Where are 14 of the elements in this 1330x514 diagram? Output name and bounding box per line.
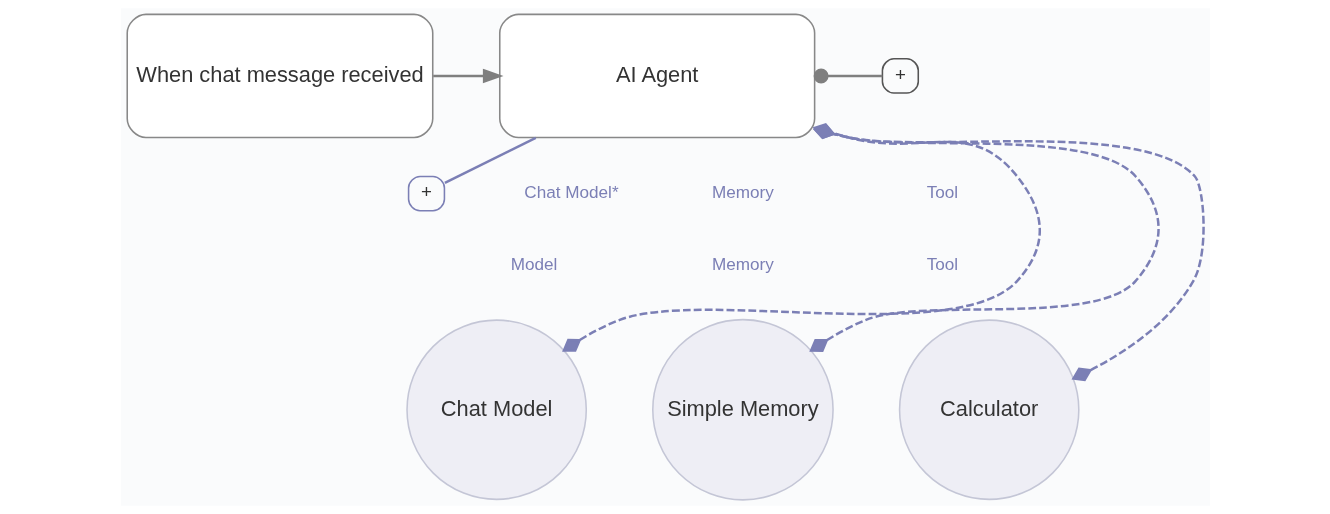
arrow (432, 68, 503, 84)
label: Model (510, 253, 557, 274)
label: Chat Model* (523, 181, 619, 202)
connector (443, 136, 536, 185)
node-box: When chat message received (125, 13, 433, 139)
connector (813, 68, 882, 84)
node-circle: Calculator (898, 319, 1080, 501)
node-circle: Chat Model (405, 319, 587, 501)
label: Memory (711, 253, 774, 274)
label: Memory (711, 181, 774, 202)
label: Tool (926, 181, 958, 202)
label: Tool (926, 253, 958, 274)
node-circle: Simple Memory (651, 318, 834, 501)
node-box: AI Agent (498, 13, 815, 139)
